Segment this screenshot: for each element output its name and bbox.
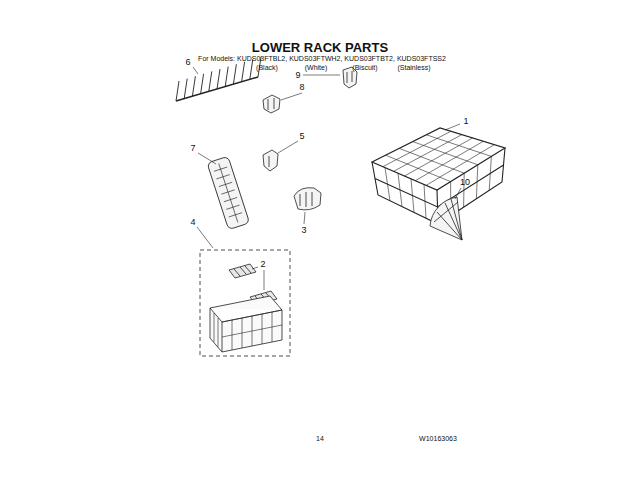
callout-number: 5 (299, 132, 304, 141)
callout-number: 3 (301, 226, 306, 235)
clip-part-3 (294, 188, 321, 210)
dashed-group-box (200, 250, 290, 356)
silverware-basket (210, 296, 282, 352)
fan-part-10 (430, 197, 462, 240)
callout-number: 1 (463, 117, 468, 126)
holder-part-7 (207, 156, 250, 229)
callout-number: 4 (190, 218, 195, 227)
callout-number: 8 (299, 83, 304, 92)
color-note: (Stainless) (397, 64, 430, 71)
clip-part-5 (263, 150, 278, 171)
color-note: (Biscuit) (352, 64, 377, 71)
holder-slots (212, 161, 244, 224)
leader-lines (193, 67, 461, 290)
cover-grid-a (229, 264, 256, 278)
clip-part-8 (263, 95, 280, 113)
callout-number: 9 (295, 71, 300, 80)
basket-slats (214, 310, 282, 350)
color-note: (Black) (256, 64, 278, 71)
tine-row (176, 57, 261, 101)
callout-number: 10 (460, 178, 470, 187)
callout-number: 6 (185, 58, 190, 67)
document-number: W10163063 (419, 435, 457, 442)
holder-body (207, 156, 250, 229)
callout-number: 2 (260, 260, 265, 269)
page-number: 14 (316, 435, 324, 442)
model-list: For Models: KUDS03FTBL2, KUDS03FTWH2, KU… (198, 55, 446, 62)
color-note: (White) (305, 64, 328, 71)
page-title: LOWER RACK PARTS (252, 41, 388, 54)
callout-number: 7 (190, 144, 195, 153)
rack-rim (372, 128, 505, 190)
tines (176, 57, 261, 101)
